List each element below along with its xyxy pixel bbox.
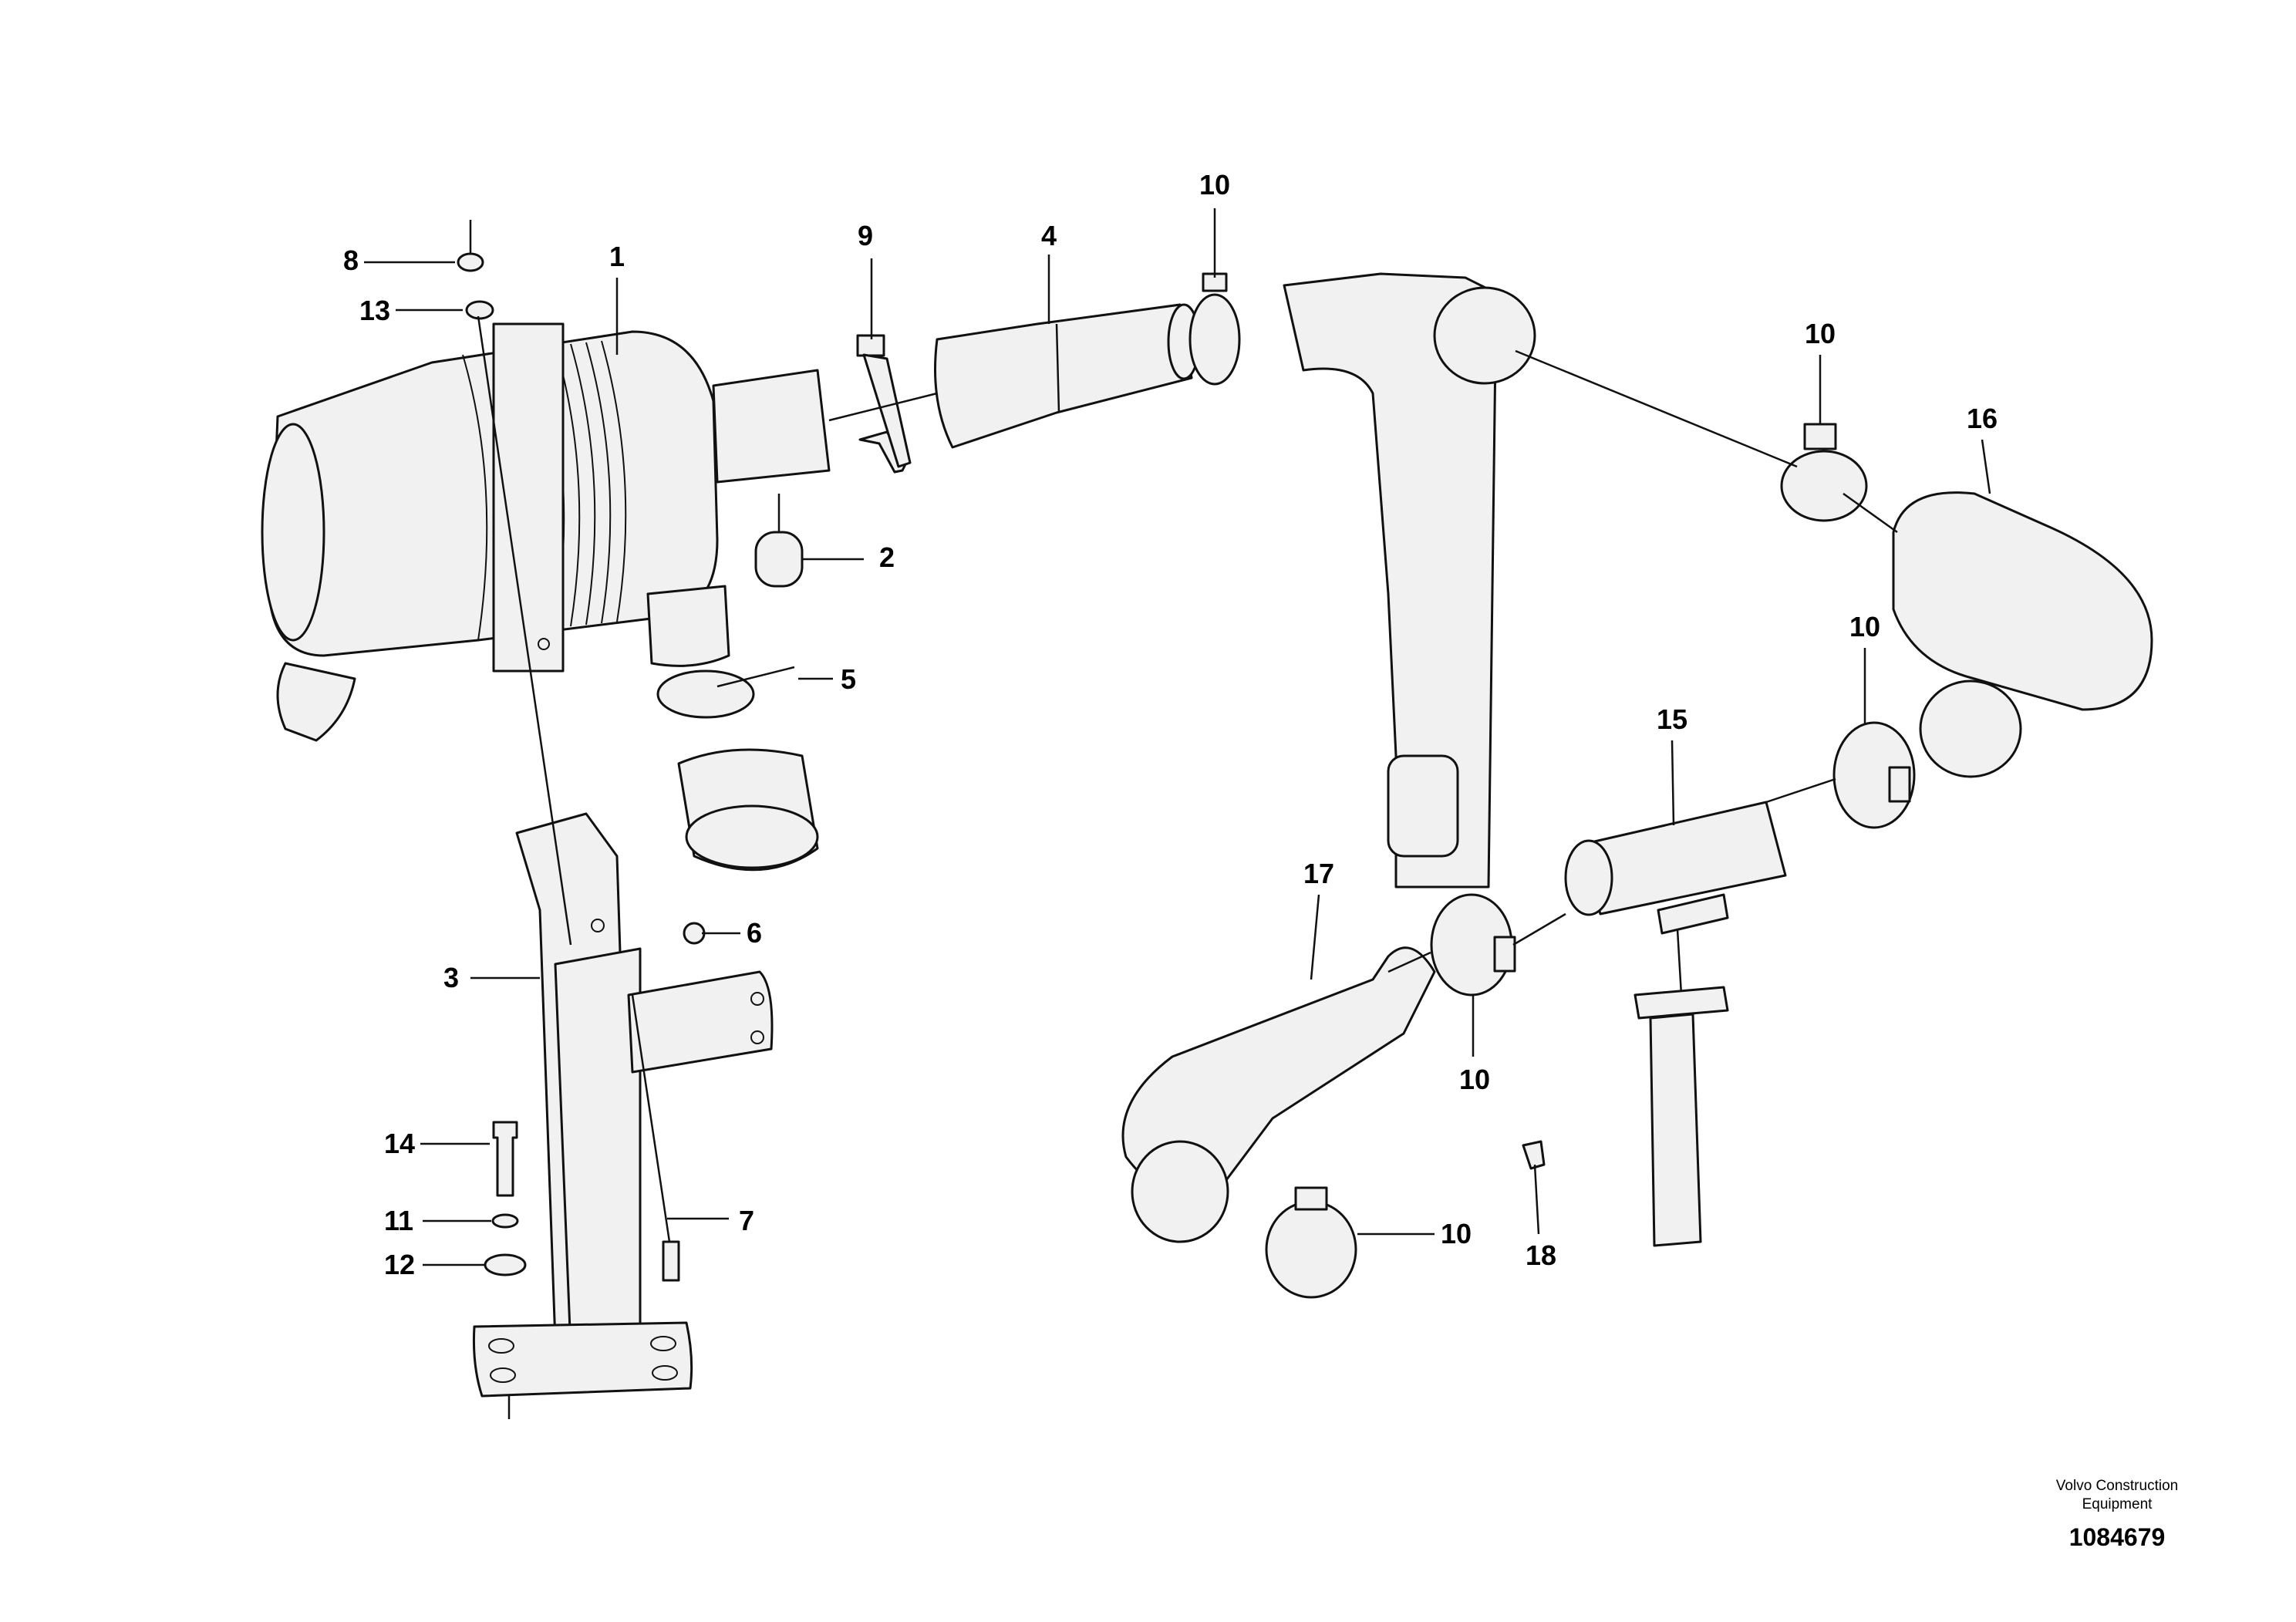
- callout-15: 15: [1657, 703, 1687, 735]
- clamp-5-part: [656, 666, 795, 719]
- clamp-10-part-lower: [1430, 893, 1516, 1057]
- callout-10-lower: 10: [1459, 1064, 1490, 1095]
- callout-2: 2: [879, 541, 895, 573]
- clamp-9-part: [856, 258, 912, 474]
- callout-10-mid: 10: [1849, 611, 1880, 642]
- callout-6: 6: [747, 917, 762, 949]
- hose-16-part: [1843, 491, 2153, 778]
- bracket-stand-part: [472, 812, 774, 1419]
- drawing-number: 1084679: [2068, 1523, 2166, 1551]
- callout-10-right: 10: [1805, 318, 1836, 349]
- callout-18: 18: [1526, 1239, 1556, 1271]
- callout-9: 9: [858, 220, 873, 251]
- callout-3: 3: [443, 962, 459, 993]
- callout-4: 4: [1041, 220, 1057, 251]
- clamp-10-part-bottom: [1265, 1186, 1435, 1299]
- intake-pipe-part: [1283, 272, 1798, 889]
- vacuator-valve-part: [754, 494, 804, 588]
- callout-1: 1: [609, 241, 625, 272]
- callout-13: 13: [359, 295, 390, 326]
- clamp-10-part-top: [1188, 208, 1241, 386]
- air-cleaner-part: [261, 322, 831, 742]
- brand-line-2: Equipment: [2082, 1496, 2153, 1512]
- clamp-10-part-mid: [1832, 648, 1916, 829]
- callout-14: 14: [384, 1128, 415, 1159]
- hose-17-part: [1121, 946, 1436, 1243]
- clamp-10-part-right: [1780, 355, 1868, 522]
- callout-7: 7: [739, 1205, 754, 1236]
- filter-15-part: [1512, 777, 1836, 1247]
- callout-10-bottom: 10: [1441, 1218, 1472, 1249]
- callout-8: 8: [343, 244, 359, 276]
- fasteners: [457, 220, 1546, 1282]
- pre-cleaner-screen-part: [677, 748, 819, 872]
- callout-17: 17: [1303, 858, 1334, 889]
- leader-lines: [364, 255, 1991, 1266]
- brand-line-1: Volvo Construction: [2055, 1478, 2179, 1494]
- callout-5: 5: [841, 663, 856, 695]
- callout-11: 11: [384, 1205, 413, 1236]
- callout-16: 16: [1967, 403, 1998, 434]
- callout-12: 12: [384, 1249, 415, 1280]
- callout-10-top: 10: [1199, 169, 1230, 201]
- drawing-footer: Volvo Construction Equipment 1084679: [1974, 1477, 2260, 1552]
